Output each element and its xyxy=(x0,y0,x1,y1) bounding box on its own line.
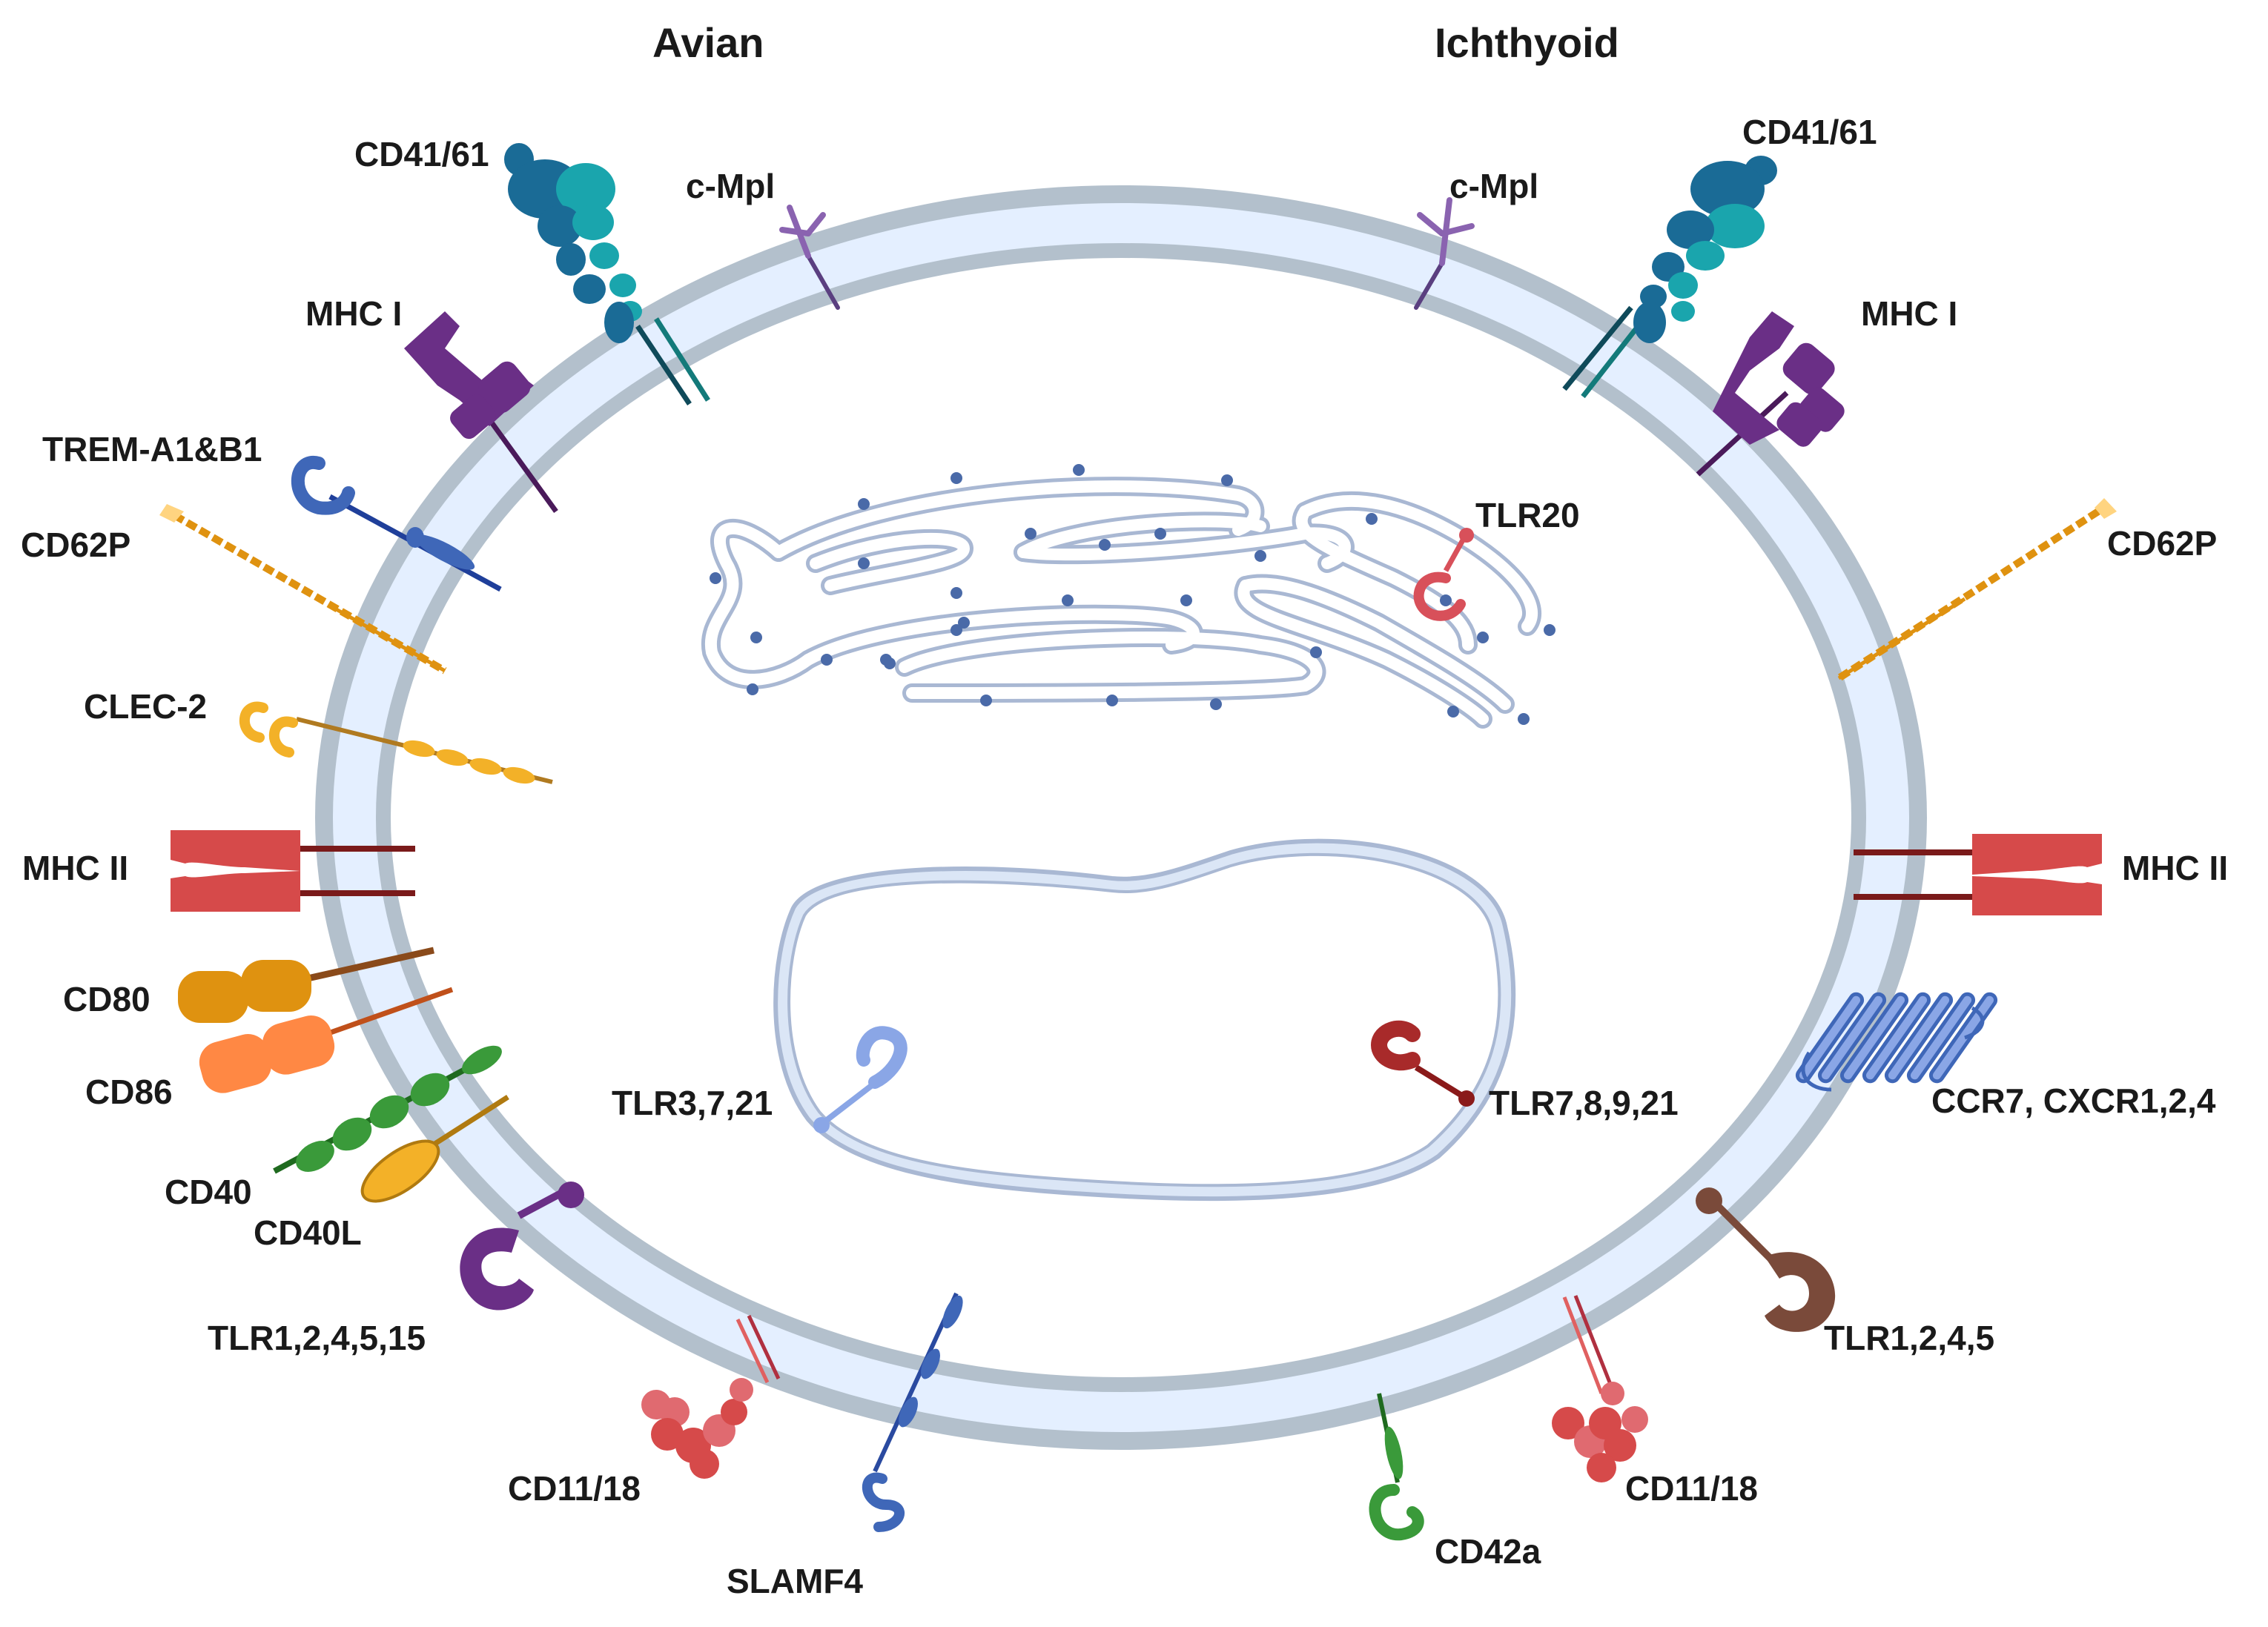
cd41-61-left-receptor xyxy=(504,143,710,405)
slamf4-receptor xyxy=(862,1292,963,1532)
label-clec-2: CLEC-2 xyxy=(84,687,208,726)
label-cd40l: CD40L xyxy=(254,1213,362,1252)
label-tlr-left: TLR1,2,4,5,15 xyxy=(208,1319,426,1357)
label-slamf4: SLAMF4 xyxy=(727,1562,863,1600)
mhc-i-left-receptor xyxy=(404,311,558,514)
label-c-mpl-left: c-Mpl xyxy=(686,167,776,205)
trem-receptor xyxy=(291,455,502,592)
heading-ichthyoid: Ichthyoid xyxy=(1435,19,1619,66)
cd40-receptor xyxy=(273,1045,502,1174)
cd40l-receptor xyxy=(360,1095,509,1203)
tlr20-receptor xyxy=(1413,528,1474,621)
cd11-18-right-receptor xyxy=(1552,1295,1648,1482)
label-cd40: CD40 xyxy=(165,1173,252,1211)
label-tlr3: TLR3,7,21 xyxy=(612,1084,773,1122)
cd62p-left-receptor xyxy=(159,504,447,675)
label-tlr7: TLR7,8,9,21 xyxy=(1489,1084,1679,1122)
ccr7-receptor xyxy=(1795,992,1998,1092)
cd42a-receptor xyxy=(1369,1393,1424,1541)
clec-2-receptor xyxy=(239,701,553,784)
er-stroke-inner xyxy=(704,480,1538,725)
mhc-ii-left-receptor xyxy=(171,830,415,912)
tlr-left-receptor xyxy=(460,1182,584,1310)
nucleus-inner xyxy=(787,852,1501,1187)
label-trem: TREM-A1&B1 xyxy=(42,430,262,468)
label-cd62p-right: CD62P xyxy=(2107,524,2218,563)
label-cd11-18-right: CD11/18 xyxy=(1625,1469,1759,1508)
label-cd42a: CD42a xyxy=(1435,1532,1541,1571)
mhc-ii-right-receptor xyxy=(1854,834,2102,915)
label-tlr-right: TLR1,2,4,5 xyxy=(1824,1319,1995,1357)
label-cd41-61-right: CD41/61 xyxy=(1742,113,1877,151)
cd80-receptor xyxy=(178,947,434,1023)
cd41-61-right-receptor xyxy=(1562,156,1777,399)
label-cd62p-left: CD62P xyxy=(21,526,131,564)
mhc-i-right-receptor xyxy=(1696,311,1845,477)
heading-avian: Avian xyxy=(652,19,764,66)
tlr7-receptor xyxy=(1370,1020,1475,1107)
c-mpl-right-receptor xyxy=(1414,197,1475,310)
cd62p-right-receptor xyxy=(1836,498,2117,682)
label-mhc-i-right: MHC I xyxy=(1861,294,1958,333)
label-tlr20: TLR20 xyxy=(1475,496,1580,534)
cd86-receptor xyxy=(199,987,454,1093)
cell-cytoplasm xyxy=(391,258,1851,1377)
label-c-mpl-right: c-Mpl xyxy=(1449,167,1539,205)
label-mhc-ii-right: MHC II xyxy=(2122,849,2229,887)
label-cd11-18-left: CD11/18 xyxy=(508,1469,641,1508)
c-mpl-left-receptor xyxy=(779,205,840,310)
er-ribosomes xyxy=(710,464,1555,725)
label-cd80: CD80 xyxy=(63,980,151,1018)
tlr-right-receptor xyxy=(1696,1187,1836,1332)
cd11-18-left-receptor xyxy=(641,1314,781,1479)
label-mhc-i-left: MHC I xyxy=(305,294,403,333)
tlr3-receptor xyxy=(813,1026,907,1133)
label-cd41-61-left: CD41/61 xyxy=(354,135,489,173)
label-cd86: CD86 xyxy=(85,1073,173,1111)
label-ccr7: CCR7, CXCR1,2,4 xyxy=(1931,1081,2216,1120)
label-mhc-ii-left: MHC II xyxy=(22,849,129,887)
